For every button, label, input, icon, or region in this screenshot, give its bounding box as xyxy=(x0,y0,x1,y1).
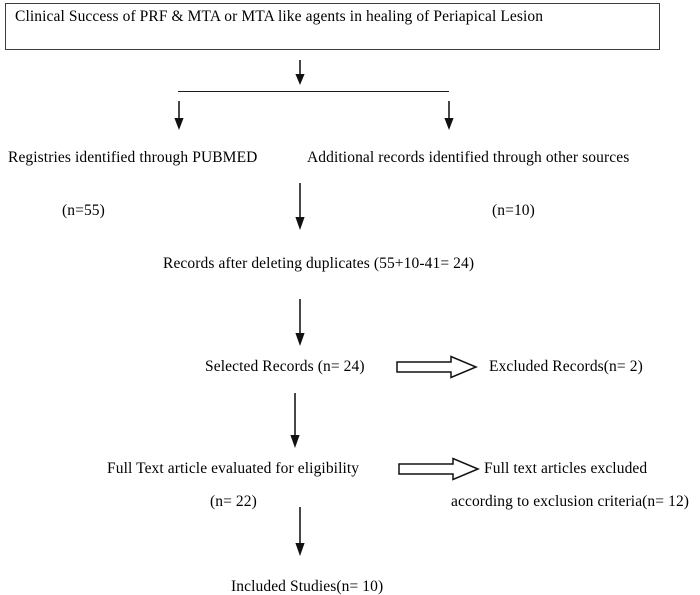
left-source-count: (n=55) xyxy=(62,202,105,219)
included-studies-label: Included Studies(n= 10) xyxy=(231,578,384,595)
arrow-fulltext-to-included xyxy=(291,507,309,557)
block-arrow-right-icon xyxy=(396,355,478,379)
arrow-down-icon xyxy=(174,101,184,130)
left-source-label: Registries identified through PUBMED xyxy=(8,149,258,166)
full-text-count: (n= 22) xyxy=(210,493,257,510)
arrow-duplicates-to-selected xyxy=(291,299,309,347)
arrow-split-to-left-source xyxy=(170,101,188,131)
arrow-down-icon xyxy=(295,507,305,556)
right-source-label: Additional records identified through ot… xyxy=(307,149,630,166)
block-arrow-right-icon xyxy=(398,457,480,481)
excluded-articles-reason: according to exclusion criteria(n= 12) xyxy=(451,493,690,510)
arrow-selected-to-fulltext xyxy=(286,393,304,449)
right-source-count: (n=10) xyxy=(492,202,535,219)
duplicates-label: Records after deleting duplicates (55+10… xyxy=(163,255,475,272)
title-box: Clinical Success of PRF & MTA or MTA lik… xyxy=(5,3,660,50)
full-text-label: Full Text article evaluated for eligibil… xyxy=(107,460,360,477)
arrow-title-to-split xyxy=(291,60,309,86)
arrow-down-icon xyxy=(295,183,305,230)
split-connector-line xyxy=(178,91,449,92)
page-title: Clinical Success of PRF & MTA or MTA lik… xyxy=(15,8,544,25)
block-arrow-selected-to-excluded xyxy=(396,355,478,379)
excluded-articles-label: Full text articles excluded xyxy=(484,460,648,477)
arrow-down-icon xyxy=(290,393,300,448)
arrow-down-icon xyxy=(295,60,305,85)
excluded-records-label: Excluded Records(n= 2) xyxy=(489,358,643,375)
block-arrow-fulltext-to-excluded xyxy=(398,457,480,481)
arrow-split-to-right-source xyxy=(440,101,458,131)
arrow-sources-to-duplicates xyxy=(291,183,309,231)
selected-records-label: Selected Records (n= 24) xyxy=(205,358,365,375)
arrow-down-icon xyxy=(295,299,305,346)
arrow-down-icon xyxy=(444,101,454,130)
